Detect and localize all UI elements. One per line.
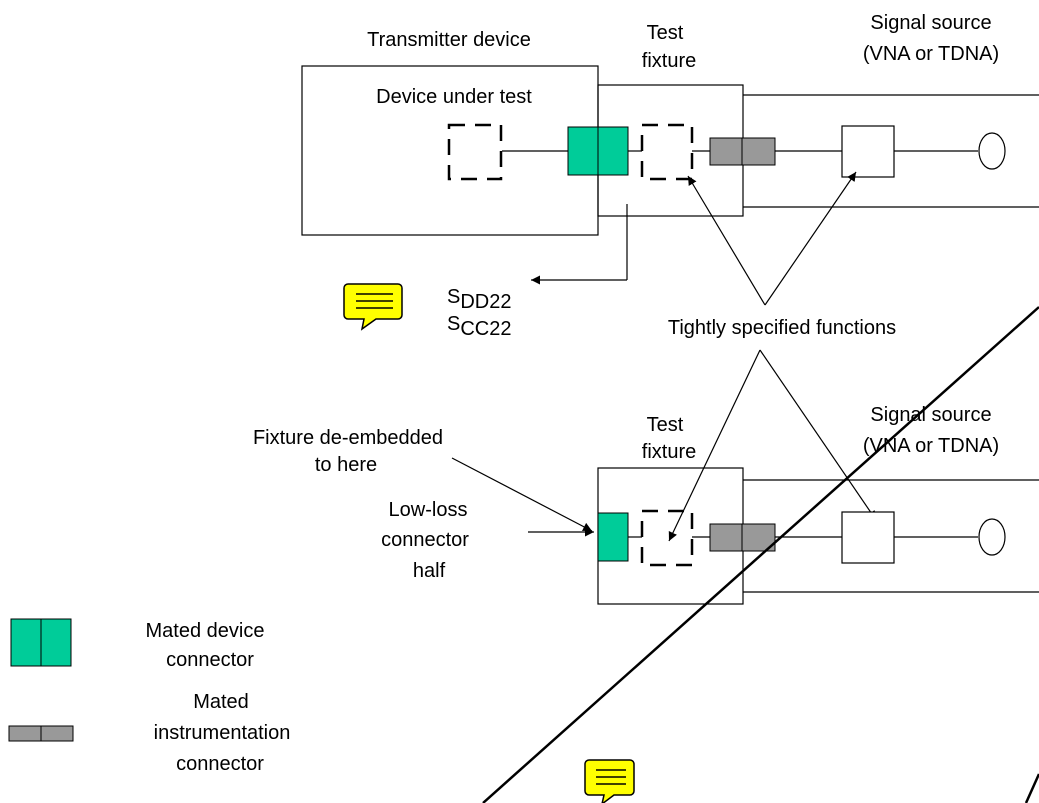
deembed-arrow xyxy=(451,457,593,532)
note-icon[interactable] xyxy=(584,759,635,803)
tight-arrow-top-source xyxy=(764,171,857,306)
sdd22-label: SDD22 xyxy=(447,286,511,313)
tight-arrow-bottom-fixture xyxy=(668,349,761,542)
tight-arrow-bottom-source xyxy=(759,349,877,521)
bottom-source-label-line1: Signal source xyxy=(870,404,991,426)
note-icon[interactable] xyxy=(343,283,403,331)
top-signal-port-oval xyxy=(978,132,1006,170)
transmitter-device-label: Transmitter device xyxy=(367,29,531,51)
lowloss-label-line2: connector xyxy=(381,529,469,551)
legend-mated-device-line2: connector xyxy=(166,649,254,671)
strikethrough-diagonal xyxy=(482,306,1039,803)
top-fixture-dashed-box xyxy=(640,123,694,181)
legend-mated-instr-line2: instrumentation xyxy=(154,722,291,744)
top-dut-dashed-box xyxy=(447,123,503,181)
deembed-label-line2: to here xyxy=(315,454,377,476)
top-signal-source-box xyxy=(841,125,895,178)
tight-arrow-top-fixture xyxy=(687,175,766,306)
bottom-fixture-label-line2: fixture xyxy=(642,441,696,463)
lowloss-label-line1: Low-loss xyxy=(389,499,468,521)
bottom-source-label-line2: (VNA or TDNA) xyxy=(863,435,999,457)
top-source-label-line1: Signal source xyxy=(870,12,991,34)
legend-mated-instr-line1: Mated xyxy=(193,691,249,713)
tightly-specified-label: Tightly specified functions xyxy=(668,317,896,339)
lowloss-label-line3: half xyxy=(413,560,446,582)
bottom-fixture-dashed-box xyxy=(640,509,694,567)
bottom-fixture-label-line1: Test xyxy=(647,414,684,436)
bottom-signal-port-oval xyxy=(978,518,1006,556)
top-fixture-label-line2: fixture xyxy=(642,50,696,72)
dut-label: Device under test xyxy=(376,86,532,108)
bottom-signal-source-box xyxy=(841,511,895,564)
top-fixture-label-line1: Test xyxy=(647,22,684,44)
legend-mated-instr-line3: connector xyxy=(176,753,264,775)
legend-mated-device-line1: Mated device xyxy=(146,620,265,642)
top-source-label-line2: (VNA or TDNA) xyxy=(863,43,999,65)
scc22-label: SCC22 xyxy=(447,313,511,340)
bottom-low-loss-connector xyxy=(597,512,629,562)
deembed-label-line1: Fixture de-embedded xyxy=(253,427,443,449)
strikethrough-corner-mark xyxy=(1024,773,1039,803)
